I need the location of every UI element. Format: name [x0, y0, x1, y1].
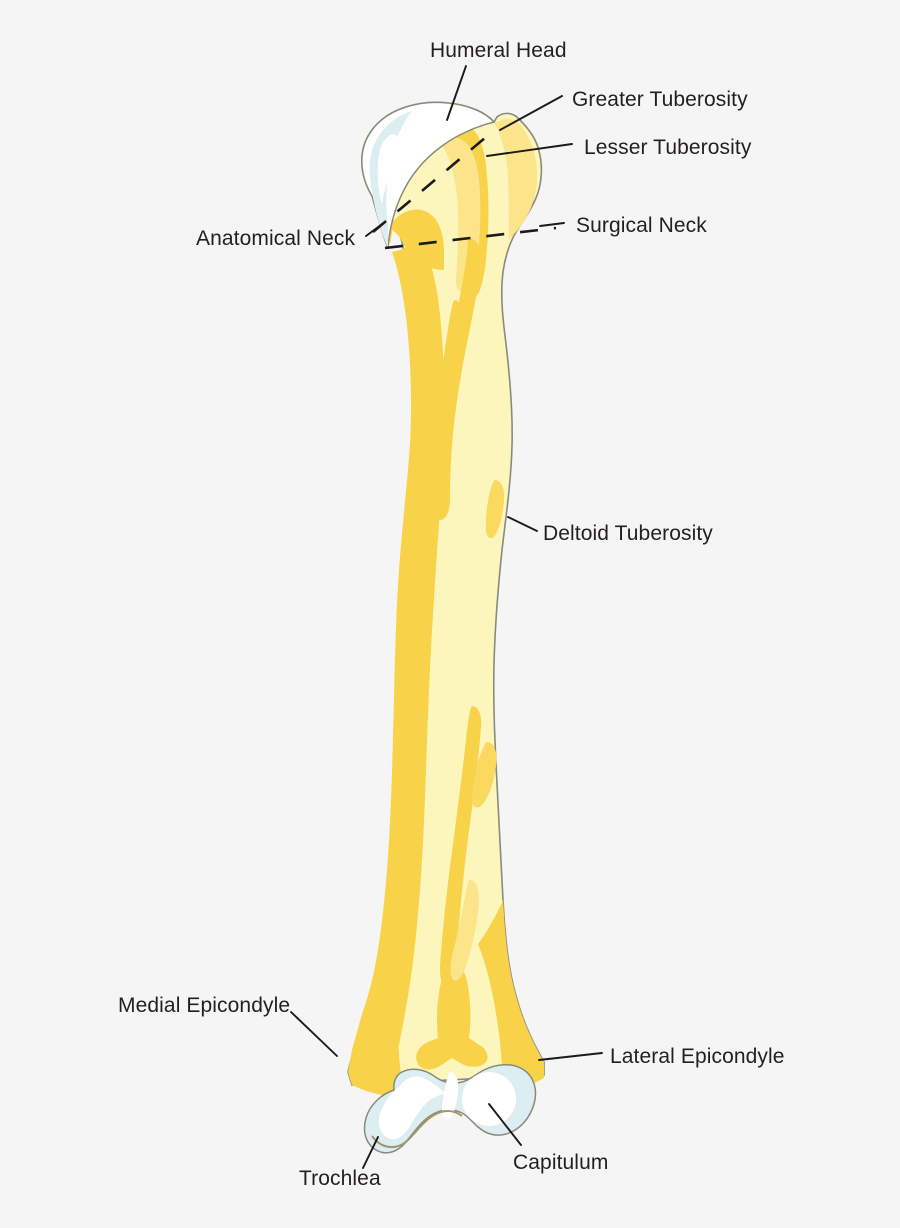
humeral-head-cartilage-highlight	[377, 134, 400, 204]
leader-lesser-tuberosity	[486, 143, 573, 157]
label-trochlea: Trochlea	[299, 1168, 381, 1189]
label-anatomical-neck-text: Anatomical Neck	[196, 227, 356, 250]
leader-trochlea	[362, 1136, 379, 1169]
label-deltoid-tuberosity-text: Deltoid Tuberosity	[543, 522, 713, 545]
humeral-head-cartilage-shadow	[369, 111, 412, 248]
label-anatomical-neck: Anatomical Neck	[196, 228, 355, 249]
lateral-accent-mid	[472, 742, 497, 808]
shaft-groove-line-upper	[441, 300, 461, 394]
lateral-accent-upper	[485, 480, 505, 539]
shaft-medial-cortex	[348, 240, 445, 1085]
label-humeral-head-text: Humeral Head	[430, 39, 567, 62]
distal-lateral-epicondyle-shading	[478, 900, 544, 1090]
distal-cartilage-underline	[371, 1110, 463, 1148]
leader-deltoid-tuberosity	[507, 516, 538, 532]
distal-supracondylar-ridge	[450, 880, 480, 981]
label-greater-tuberosity: Greater Tuberosity	[572, 89, 748, 110]
label-surgical-neck: Surgical Neck	[576, 215, 707, 236]
olecranon-fossa-shading	[416, 962, 488, 1070]
label-lesser-tuberosity-text: Lesser Tuberosity	[584, 136, 752, 159]
label-capitulum-text: Capitulum	[513, 1151, 609, 1174]
label-deltoid-tuberosity: Deltoid Tuberosity	[543, 523, 713, 544]
anatomical-neck-dashed-line	[372, 131, 493, 233]
label-lateral-epicondyle: Lateral Epicondyle	[610, 1046, 785, 1067]
leader-lines	[290, 65, 603, 1169]
label-greater-tuberosity-text: Greater Tuberosity	[572, 88, 748, 111]
distal-medial-epicondyle-shading	[348, 940, 406, 1097]
leader-lateral-epicondyle	[538, 1052, 603, 1061]
bone-group	[347, 101, 545, 1154]
leader-surgical-neck	[539, 222, 565, 227]
label-lesser-tuberosity: Lesser Tuberosity	[584, 137, 751, 158]
greater-tubercle-shading	[495, 118, 538, 240]
shaft-inner-stripe	[431, 238, 481, 520]
leader-anatomical-neck	[365, 221, 386, 237]
proximal-medial-shading	[389, 209, 444, 270]
label-lateral-epicondyle-text: Lateral Epicondyle	[610, 1045, 785, 1068]
label-humeral-head: Humeral Head	[430, 40, 567, 61]
landmark-dashed-lines	[372, 131, 557, 250]
leader-medial-epicondyle	[290, 1011, 338, 1057]
trochlear-groove	[442, 1072, 459, 1120]
label-trochlea-text: Trochlea	[299, 1167, 381, 1190]
label-capitulum: Capitulum	[513, 1152, 608, 1173]
trochlea-highlight	[378, 1076, 446, 1140]
label-medial-epicondyle: Medial Epicondyle	[118, 995, 290, 1016]
surgical-neck-dashed-line	[384, 226, 557, 250]
label-surgical-neck-text: Surgical Neck	[576, 214, 707, 237]
leader-capitulum	[488, 1103, 522, 1146]
leader-greater-tuberosity	[499, 95, 563, 131]
shaft-lower-stripe	[440, 706, 482, 986]
capitulum-highlight	[462, 1072, 516, 1126]
leader-humeral-head	[446, 65, 467, 121]
label-medial-epicondyle-text: Medial Epicondyle	[118, 994, 291, 1017]
